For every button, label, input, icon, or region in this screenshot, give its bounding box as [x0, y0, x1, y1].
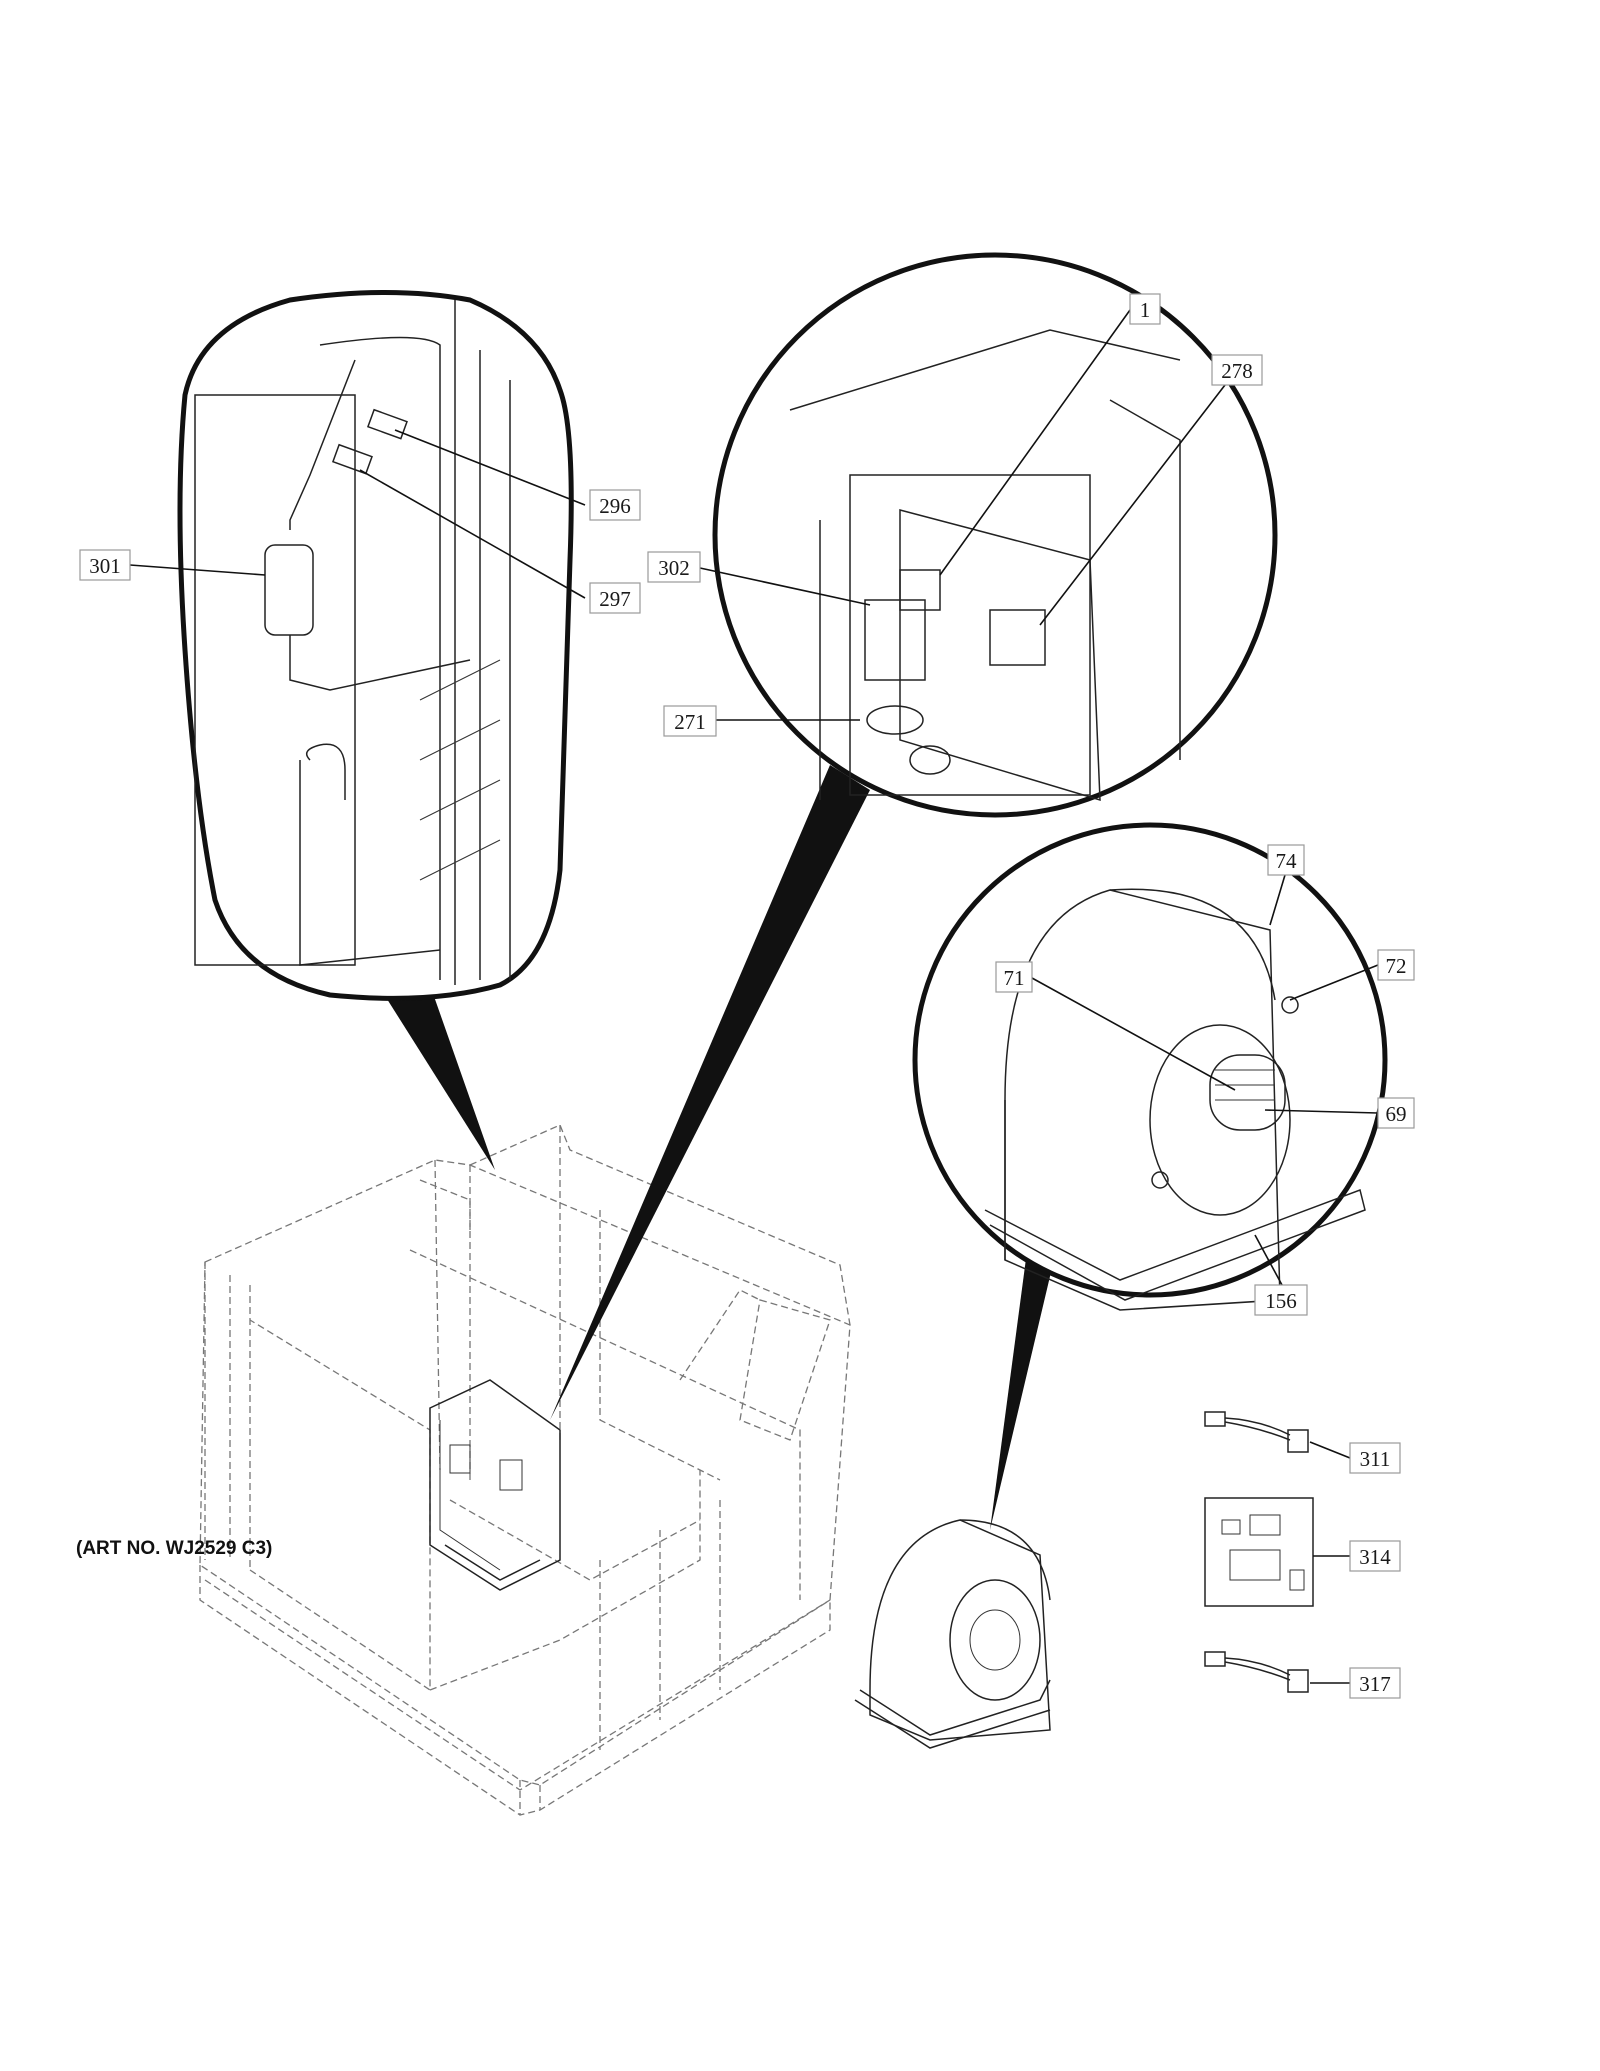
svg-text:302: 302: [658, 556, 690, 580]
callout-311: 311: [1349, 1442, 1401, 1474]
svg-text:72: 72: [1386, 954, 1407, 978]
leader-lines: [129, 309, 1379, 1684]
callout-302: 302: [647, 551, 701, 583]
svg-text:317: 317: [1359, 1672, 1391, 1696]
callout-317: 317: [1349, 1667, 1401, 1699]
callout-69: 69: [1377, 1097, 1415, 1129]
callout-1: 1: [1129, 293, 1161, 325]
main-unit-cabinet: [199, 1124, 851, 1816]
blower-assembly: [854, 1519, 1051, 1749]
detail-bubble-blower-motor: [912, 822, 1388, 1530]
callout-271: 271: [663, 705, 717, 737]
callout-156: 156: [1254, 1284, 1308, 1316]
callout-74: 74: [1267, 844, 1305, 876]
detail-bubble-refrigerant: [177, 290, 574, 1170]
detail-bubble-control-board: [550, 252, 1278, 1420]
svg-text:314: 314: [1359, 1545, 1391, 1569]
callout-71: 71: [995, 961, 1033, 993]
svg-text:311: 311: [1360, 1447, 1391, 1471]
svg-text:278: 278: [1221, 359, 1253, 383]
svg-text:74: 74: [1276, 849, 1298, 873]
svg-text:71: 71: [1004, 966, 1025, 990]
svg-text:297: 297: [599, 587, 631, 611]
callout-278: 278: [1211, 354, 1263, 386]
callout-72: 72: [1377, 949, 1415, 981]
callout-314: 314: [1349, 1540, 1401, 1572]
callout-297: 297: [589, 582, 641, 614]
svg-text:156: 156: [1265, 1289, 1297, 1313]
callout-301: 301: [79, 549, 131, 581]
wire-harness-317: [1204, 1651, 1309, 1693]
wire-harness-311: [1204, 1411, 1309, 1453]
svg-text:1: 1: [1140, 298, 1151, 322]
callout-296: 296: [589, 489, 641, 521]
art-number-label: (ART NO. WJ2529 C3): [76, 1538, 273, 1559]
control-board-314: [1204, 1497, 1314, 1607]
svg-text:69: 69: [1386, 1102, 1407, 1126]
svg-text:271: 271: [674, 710, 706, 734]
svg-text:296: 296: [599, 494, 631, 518]
svg-text:301: 301: [89, 554, 121, 578]
